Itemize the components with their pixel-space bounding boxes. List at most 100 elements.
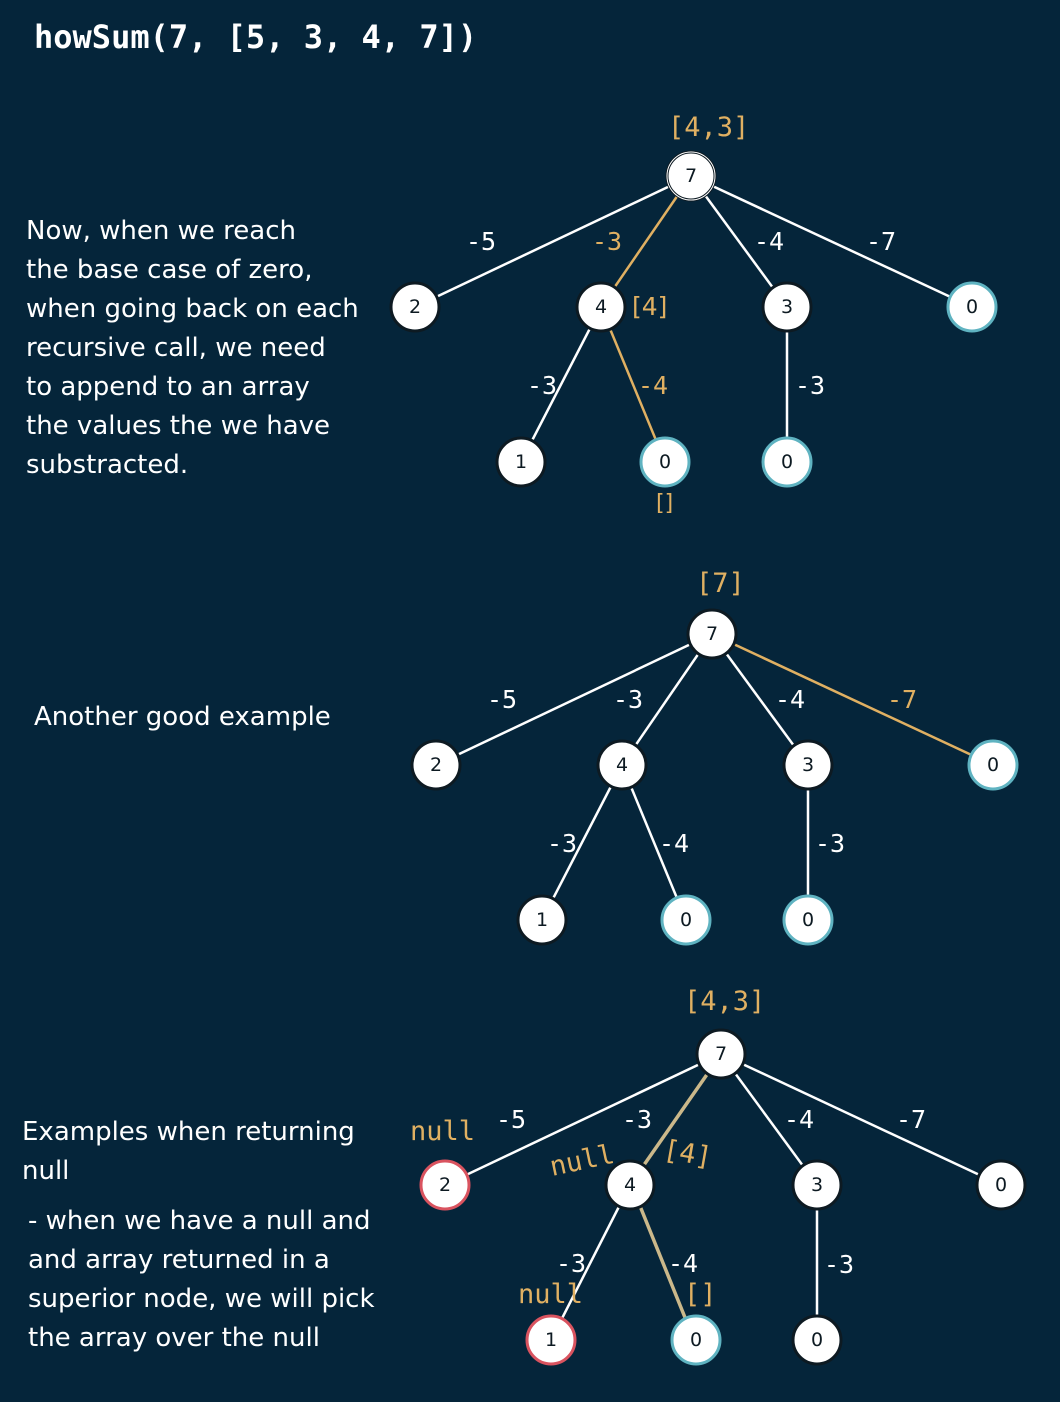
edge-label: -7 [887,685,917,714]
edge-7-2 [444,1052,722,1187]
return-annotation: [4,3] [668,112,749,143]
return-annotation: [] [656,491,673,516]
return-annotation: null [410,1116,475,1147]
edge-7-0 [720,1052,1002,1187]
tree-node-zero: 0 [946,281,998,333]
note-line: Examples when returning [22,1117,355,1147]
node-label: 0 [659,451,671,473]
tree-node: 7 [695,1028,747,1080]
edge-7-0 [690,174,973,309]
note-line: null [22,1156,70,1186]
page-title: howSum(7, [5, 3, 4, 7]) [34,18,478,56]
edge-7-4 [620,633,714,766]
note-line: superior node, we will pick [28,1284,375,1314]
edge-7-2 [435,632,713,767]
node-label: 2 [409,296,421,318]
tree-node: 0 [975,1159,1027,1211]
node-label: 1 [545,1329,557,1351]
tree-node-zero: 0 [967,739,1019,791]
tree-node: 4 [604,1159,656,1211]
note-line: Another good example [34,702,331,732]
node-label: 4 [624,1174,636,1196]
tree-node-zero: 0 [782,894,834,946]
tree-node: 2 [389,281,441,333]
return-annotation: [4] [632,292,667,321]
edge-label: -7 [866,227,896,256]
note-first: Now, when we reach the base case of zero… [26,212,359,485]
tree-node: 7 [665,150,717,202]
tree-node: 3 [782,739,834,791]
node-label: 2 [439,1174,451,1196]
node-label: 3 [802,754,814,776]
tree-node: 7 [686,608,738,660]
tree-node: 1 [516,894,568,946]
edge-label: -3 [613,685,643,714]
node-label: 0 [966,296,978,318]
edge-label: -3 [824,1250,854,1279]
return-annotation: [7] [696,568,745,599]
note-line: recursive call, we need [26,333,326,363]
tree-node-zero: 0 [670,1314,722,1366]
node-label: 0 [995,1174,1007,1196]
tree-1: -5 -3 -4 -7 -3 -4 -3 7 2 4 3 0 1 0 0 [4,… [389,112,998,516]
edge-4-1 [549,1184,632,1341]
tree-node: 4 [596,739,648,791]
edge-7-3 [689,175,789,308]
note-line: substracted. [26,450,189,480]
edge-7-3 [719,1053,819,1186]
tree-node: 1 [495,436,547,488]
edge-label: -4 [659,829,689,858]
tree-node-zero: 0 [639,436,691,488]
return-annotation: [4] [661,1134,714,1173]
tree-node: 3 [791,1159,843,1211]
edge-label: -5 [466,227,496,256]
node-label: 0 [811,1329,823,1351]
edge-label: -4 [775,685,805,714]
note-third-heading: Examples when returning null [22,1113,355,1191]
edge-label: -3 [556,1249,586,1278]
node-label: 4 [595,296,607,318]
node-label: 3 [811,1174,823,1196]
edge-7-4 [599,175,693,308]
edge-label: -5 [487,685,517,714]
node-label: 2 [430,754,442,776]
tree-node-null: 2 [419,1159,471,1211]
tree-node: 3 [761,281,813,333]
edge-label: -3 [815,829,845,858]
edge-label: -4 [638,371,668,400]
return-annotation: [] [684,1279,717,1310]
edge-4-0 [620,764,688,921]
note-line: and array returned in a [28,1245,330,1275]
edge-4-0 [638,1205,688,1321]
note-line: Now, when we reach [26,216,296,246]
edge-4-1 [540,764,624,921]
edge-7-0 [711,632,994,767]
edge-label: -5 [496,1105,526,1134]
note-second: Another good example [34,698,331,737]
edge-4-0 [599,306,667,463]
note-line: to append to an array [26,372,310,402]
node-label: 3 [781,296,793,318]
tree-node-zero: 0 [761,436,813,488]
edge-label: -4 [784,1105,814,1134]
edge-label: -3 [592,227,622,256]
node-label: 0 [680,909,692,931]
tree-node: 2 [410,739,462,791]
return-annotation: [4,3] [684,986,765,1017]
edge-label: -3 [527,371,557,400]
note-line: the base case of zero, [26,255,313,285]
note-third-detail: - when we have a null and and array retu… [28,1202,375,1358]
node-label: 0 [987,754,999,776]
edge-4-1 [519,306,603,463]
tree-3: -5 -3 -4 -7 -3 -4 -3 7 2 4 3 0 1 0 0 [4,… [410,986,1027,1366]
edge-label: -3 [622,1105,652,1134]
edge-7-2 [414,174,692,309]
node-label: 1 [536,909,548,931]
return-annotation: null [518,1279,583,1310]
tree-node-zero: 0 [660,894,712,946]
tree-2: -5 -3 -4 -7 -3 -4 -3 7 2 4 3 0 1 0 0 [7] [410,568,1019,946]
note-line: the array over the null [28,1323,320,1353]
tree-node: 0 [791,1314,843,1366]
edge-label: -4 [754,227,784,256]
